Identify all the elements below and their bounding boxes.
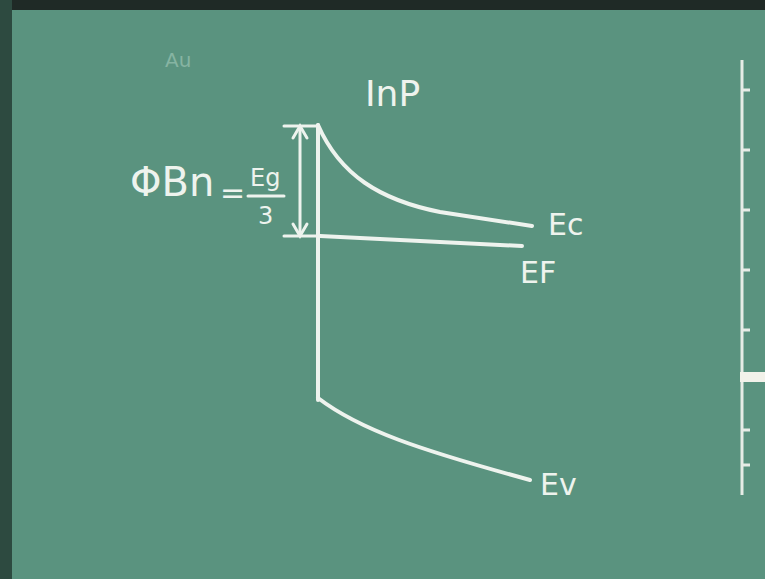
interface-line [316,125,320,400]
ruler-tick [742,329,750,332]
arrow-head [293,126,307,138]
fermi-level [320,236,522,246]
equals-sign: = [220,178,245,208]
band-label: Ec [548,210,583,240]
barrier-symbol: ΦBn [130,162,214,202]
ruler-tick [742,89,750,92]
barrier-height-arrow [299,128,302,234]
conduction-band-edge [318,125,532,226]
ruler-tick [742,464,750,467]
ruler-tick [742,269,750,272]
valence-band-edge [318,398,530,480]
fraction-numerator: Eg [250,166,280,190]
band-label: Ev [540,470,577,500]
fraction-denominator: 3 [258,204,273,228]
ruler-tick [742,209,750,212]
arrow-head [293,224,307,236]
chalk-mark [740,372,765,382]
faint-note: Au [165,50,191,70]
board-left-edge [0,0,12,579]
fraction-bar [248,195,284,198]
ruler-tick [742,149,750,152]
ruler-tick [742,429,750,432]
board-top-edge [0,0,765,10]
band-label: EF [520,258,556,288]
material-label: InP [365,76,420,112]
